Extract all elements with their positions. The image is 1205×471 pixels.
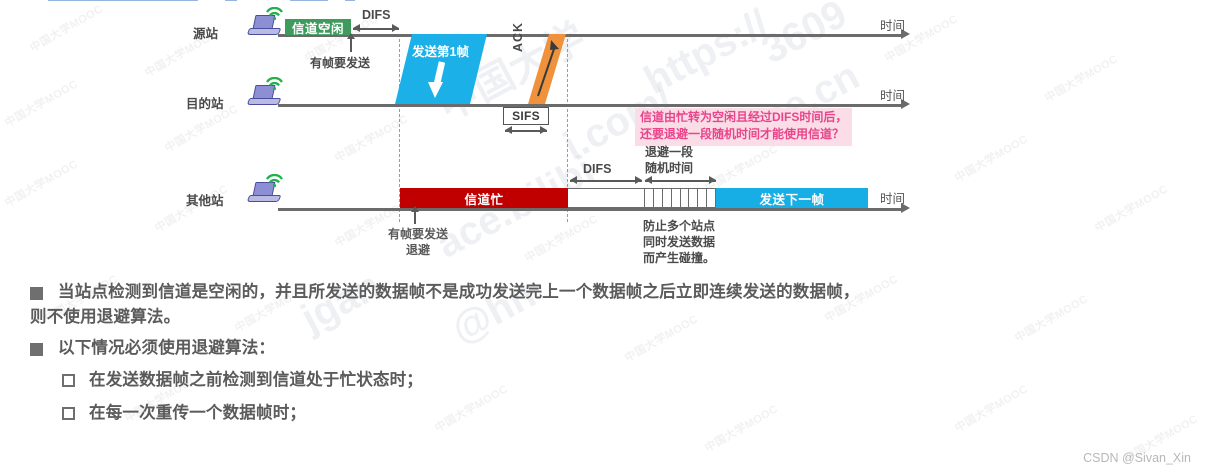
- bullet-line: 以下情况必须使用退避算法：: [58, 338, 276, 357]
- sub-bullet-text: 在发送数据帧之前检测到信道处于忙状态时；: [89, 368, 423, 393]
- page-title-sliver: [290, 0, 328, 1]
- timeline-axis-other: [278, 208, 903, 211]
- annotation-collision-note: 防止多个站点 同时发送数据 而产生碰撞。: [643, 218, 715, 267]
- measure-difs-top: [353, 24, 399, 32]
- backoff-slot: [689, 189, 699, 207]
- laptop-icon-source: [246, 7, 283, 38]
- hollow-square-bullet-icon: [62, 407, 75, 420]
- timeline-arrow-source: [901, 29, 910, 39]
- timeline-axis-source: [278, 34, 903, 37]
- backoff-slot: [645, 189, 654, 207]
- bullet-line: 则不使用退避算法。: [30, 307, 181, 326]
- pink-question-line2: 还要退避一段随机时间才能使用信道？: [640, 127, 845, 142]
- collision-note-line3: 而产生碰撞。: [643, 251, 716, 266]
- has-frame-bottom-line2: 退避: [406, 243, 431, 258]
- measure-sifs: [505, 126, 547, 134]
- backoff-slot: [698, 189, 708, 207]
- block-channel-busy: 信道忙: [400, 188, 568, 208]
- collision-note-line1: 防止多个站点: [643, 219, 716, 233]
- measure-difs-bottom: [570, 176, 642, 184]
- measure-label-difs-top: DIFS: [362, 8, 391, 22]
- bullet-text: 以下情况必须使用退避算法：: [58, 336, 275, 361]
- timeline-arrow-other: [901, 203, 910, 213]
- collision-note-line2: 同时发送数据: [643, 235, 716, 250]
- timeline-arrow-destination: [901, 99, 910, 109]
- backoff-slots: [644, 188, 716, 208]
- wifi-icon: [266, 7, 283, 20]
- measure-backoff: [645, 176, 716, 184]
- difs-gap-region: [568, 188, 644, 208]
- backoff-slot: [681, 189, 690, 207]
- bullet-line: 在发送数据帧之前检测到信道处于忙状态时；: [89, 371, 423, 390]
- backoff-label-line2: 随机时间: [645, 161, 694, 176]
- bullet-item: 以下情况必须使用退避算法：: [30, 336, 1205, 361]
- has-frame-bottom-line1: 有帧要发送: [388, 227, 449, 241]
- measure-label-backoff: 退避一段 随机时间: [645, 144, 693, 176]
- timeline-axis-destination: [278, 104, 903, 107]
- bullet-list: 当站点检测到信道是空闲的，并且所发送的数据帧不是成功发送完上一个数据帧之后立即连…: [0, 272, 1205, 426]
- backoff-slot: [663, 189, 672, 207]
- backoff-label-line1: 退避一段: [645, 145, 694, 159]
- pink-question-line1: 信道由忙转为空闲且经过DIFS时间后，: [640, 110, 848, 124]
- guide-line-frame-start: [399, 34, 400, 222]
- time-axis-label-source: 时间: [880, 19, 906, 33]
- filled-square-bullet-icon: [30, 287, 43, 300]
- bullet-line: 当站点检测到信道是空闲的，并且所发送的数据帧不是成功发送完上一个数据帧之后立即连…: [58, 283, 860, 301]
- ack-parallelogram: [528, 34, 566, 104]
- laptop-icon-destination: [246, 77, 283, 108]
- backoff-slot: [654, 189, 663, 207]
- time-axis-label-other: 时间: [880, 192, 906, 206]
- guide-line-ack-end: [567, 34, 568, 222]
- wifi-icon: [266, 174, 283, 187]
- tick-has-frame-top: [347, 33, 354, 52]
- annotation-pink-question: 信道由忙转为空闲且经过DIFS时间后， 还要退避一段随机时间才能使用信道？: [635, 108, 853, 146]
- csdn-watermark: CSDN @Sivan_Xin: [1083, 451, 1191, 465]
- tick-has-frame-bottom: [411, 206, 418, 224]
- page-title-sliver: [225, 0, 237, 1]
- bullet-item: 当站点检测到信道是空闲的，并且所发送的数据帧不是成功发送完上一个数据帧之后立即连…: [30, 280, 1205, 330]
- sifs-box: SIFS: [503, 107, 549, 125]
- filled-square-bullet-icon: [30, 342, 43, 356]
- annotation-has-frame-bottom: 有帧要发送 退避: [388, 226, 448, 258]
- sub-bullet-text: 在每一次重传一个数据帧时；: [89, 401, 306, 426]
- block-channel-idle: 信道空闲: [285, 19, 351, 36]
- annotation-has-frame-top: 有帧要发送: [310, 56, 371, 70]
- wifi-icon: [266, 77, 283, 90]
- bullet-text: 当站点检测到信道是空闲的，并且所发送的数据帧不是成功发送完上一个数据帧之后立即连…: [30, 280, 860, 330]
- csma-ca-timing-diagram: 源站 时间 信道空闲 有帧要发送 DIFS 发送第1: [48, 0, 910, 267]
- page-title-sliver: [48, 0, 198, 1]
- sub-bullet-item: 在每一次重传一个数据帧时；: [62, 401, 1205, 426]
- block-send-next-frame: 发送下一帧: [716, 188, 868, 208]
- block-label-ack: ACK: [511, 21, 525, 52]
- backoff-slot: [672, 189, 681, 207]
- station-label-destination: 目的站: [186, 97, 224, 111]
- time-axis-label-destination: 时间: [880, 89, 906, 103]
- page-title-sliver: [345, 0, 355, 1]
- block-label-send-first-frame: 发送第1帧: [412, 45, 469, 59]
- bullet-line: 在每一次重传一个数据帧时；: [89, 404, 307, 422]
- measure-label-difs-bottom: DIFS: [583, 162, 612, 176]
- sub-bullet-item: 在发送数据帧之前检测到信道处于忙状态时；: [62, 368, 1205, 393]
- hollow-square-bullet-icon: [62, 374, 75, 388]
- frame-parallelogram-data: [395, 34, 487, 104]
- station-label-other: 其他站: [186, 194, 224, 208]
- backoff-slot: [707, 189, 715, 207]
- laptop-icon-other: [246, 174, 283, 205]
- station-label-source: 源站: [193, 27, 219, 41]
